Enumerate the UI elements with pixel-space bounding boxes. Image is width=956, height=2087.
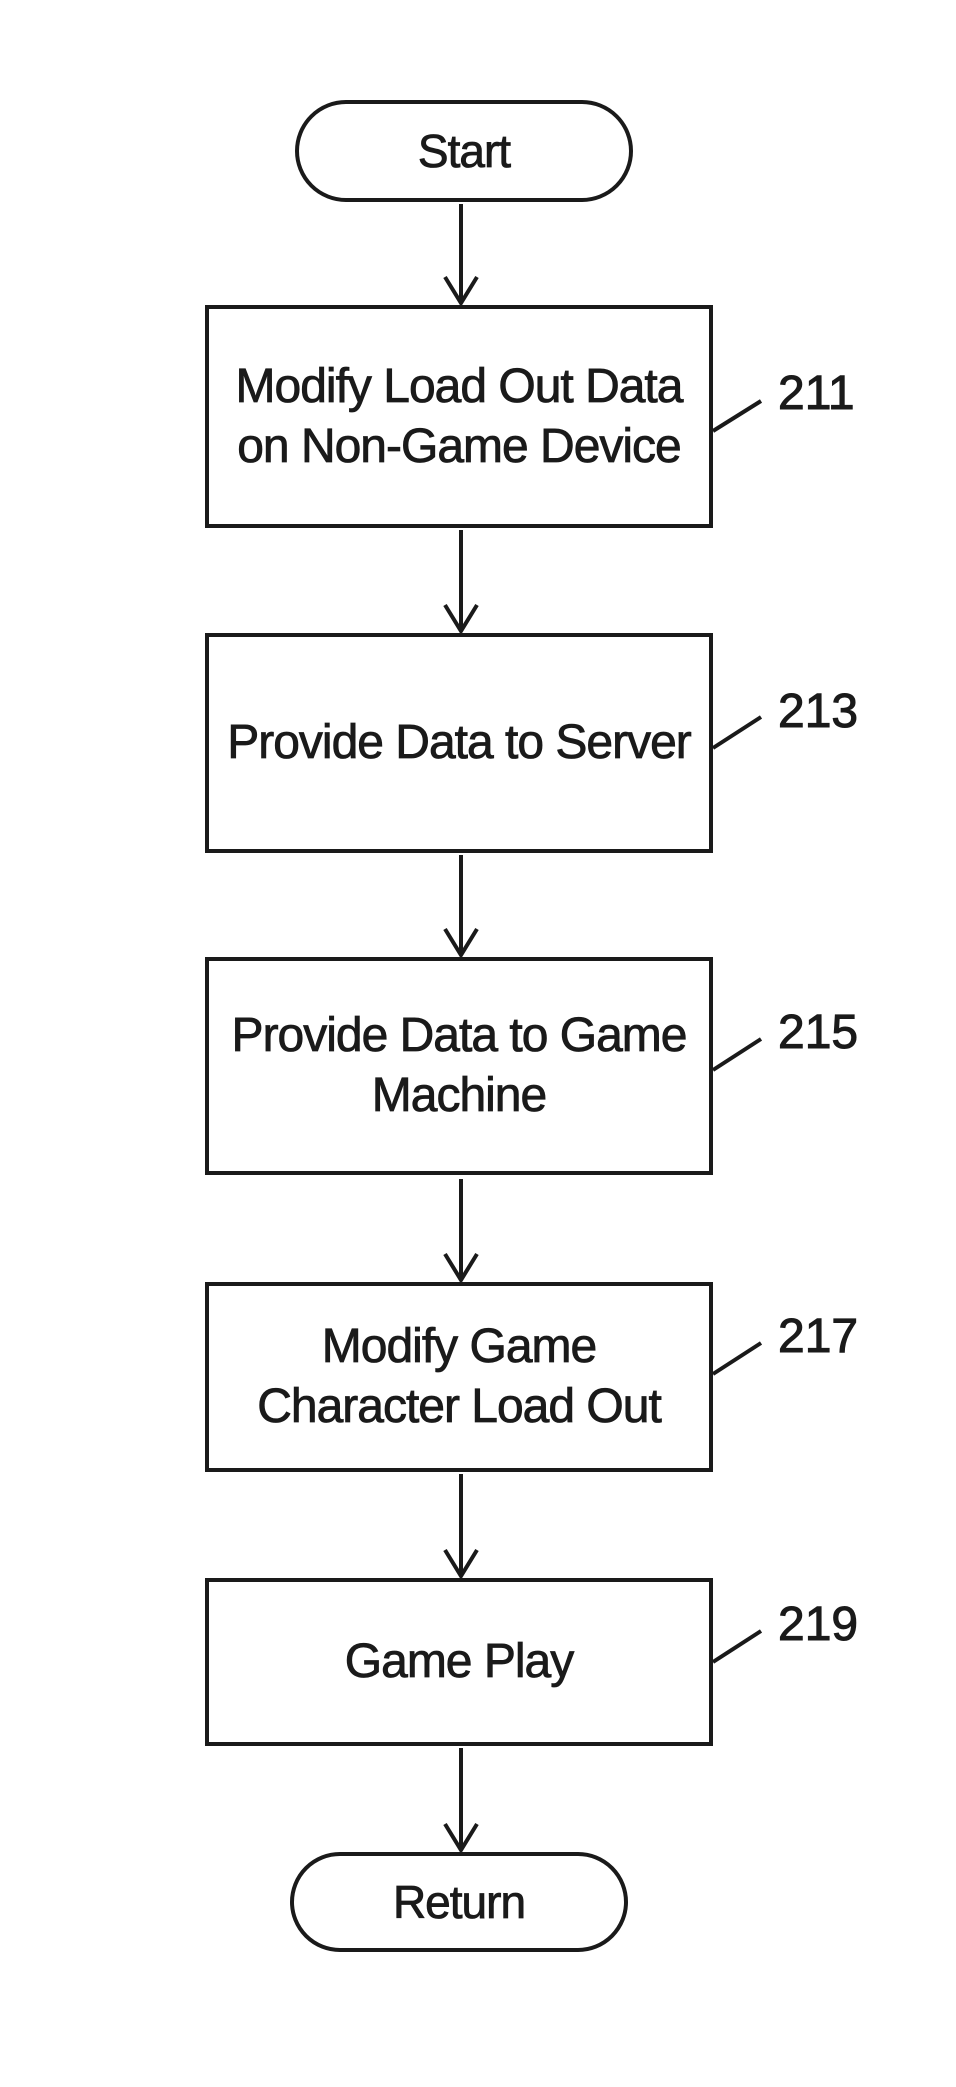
start-terminator: Start — [295, 100, 633, 202]
step-box-217-label: Modify Game Character Load Out — [257, 1320, 662, 1434]
step-box-217: Modify Game Character Load Out — [205, 1282, 713, 1472]
arrow-step-219-to-return — [443, 1748, 479, 1854]
ref-number-219: 219 — [777, 1598, 859, 1651]
leader-line-215 — [711, 1037, 763, 1072]
step-box-215: Provide Data to Game Machine — [205, 957, 713, 1175]
step-box-211: Modify Load Out Data on Non-Game Device — [205, 305, 713, 528]
ref-number-217: 217 — [777, 1310, 859, 1363]
arrow-start-to-step-211 — [443, 204, 479, 307]
leader-line-217 — [711, 1341, 763, 1376]
return-terminator-label: Return — [392, 1876, 527, 1928]
leader-line-219 — [711, 1629, 763, 1664]
step-box-219: Game Play — [205, 1578, 713, 1746]
arrow-step-213-to-step-215 — [443, 855, 479, 959]
arrow-step-215-to-step-217 — [443, 1179, 479, 1284]
step-box-213: Provide Data to Server — [205, 633, 713, 853]
leader-line-213 — [711, 715, 763, 750]
step-box-211-label: Modify Load Out Data on Non-Game Device — [235, 359, 684, 473]
step-box-213-label: Provide Data to Server — [227, 716, 692, 770]
ref-number-215: 215 — [777, 1006, 859, 1059]
return-terminator: Return — [290, 1852, 628, 1952]
ref-number-211: 211 — [778, 367, 856, 420]
ref-number-213: 213 — [777, 685, 859, 738]
leader-line-211 — [711, 399, 763, 433]
arrow-step-217-to-step-219 — [443, 1474, 479, 1580]
start-terminator-label: Start — [417, 125, 512, 177]
step-box-215-label: Provide Data to Game Machine — [231, 1009, 688, 1123]
arrow-step-211-to-step-213 — [443, 530, 479, 635]
step-box-219-label: Game Play — [344, 1635, 574, 1689]
